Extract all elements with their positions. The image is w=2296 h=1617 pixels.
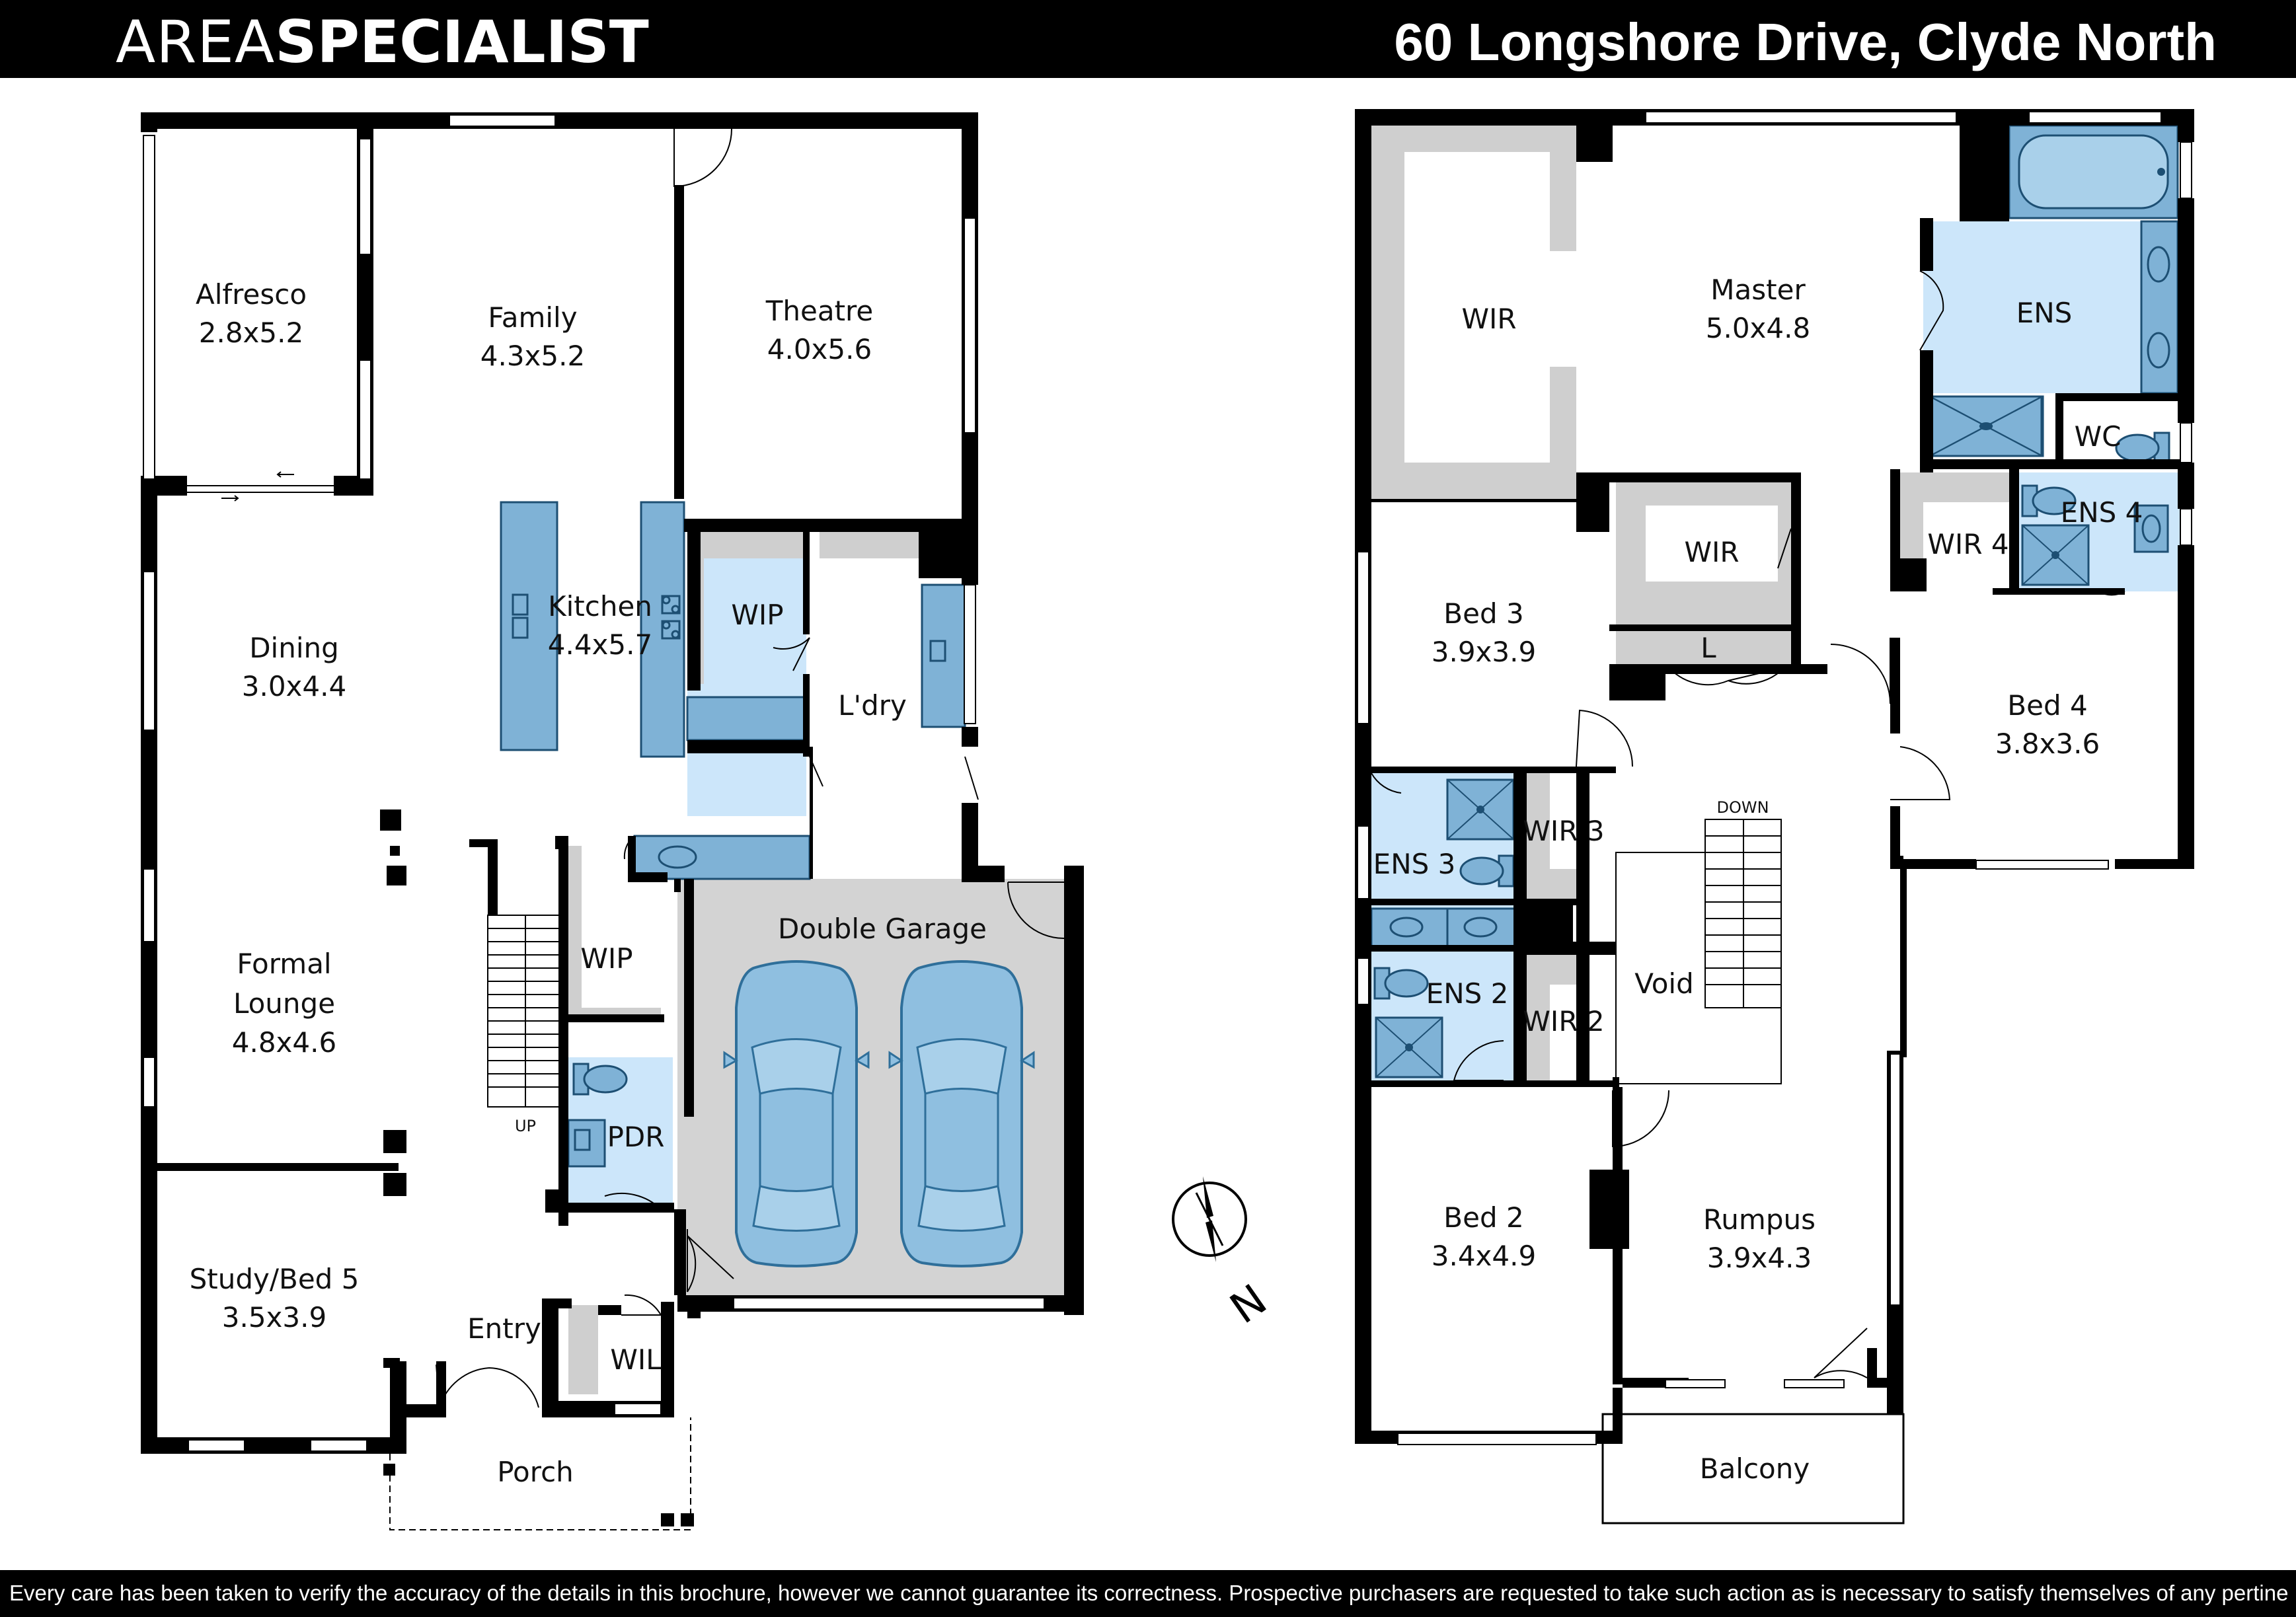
room-wip2-name: WIP: [580, 942, 632, 975]
room-formal-lounge-name2: Lounge: [233, 987, 335, 1020]
property-address: 60 Longshore Drive, Clyde North: [1394, 13, 2217, 71]
first-floor: [1355, 109, 2194, 1524]
room-linen-name: L: [1701, 632, 1716, 664]
room-master-name: Master: [1710, 274, 1806, 306]
room-bed2-name: Bed 2: [1443, 1201, 1523, 1234]
room-kitchen-size: 4.4x5.7: [548, 628, 652, 661]
room-ens-name: ENS: [2016, 297, 2073, 329]
footer-bar: [0, 1570, 2296, 1617]
room-alfresco-name: Alfresco: [196, 278, 307, 311]
room-void-name: Void: [1634, 967, 1694, 1000]
room-wir3-name: WIR 3: [1523, 815, 1604, 847]
room-ens2-name: ENS 2: [1426, 977, 1509, 1010]
room-formal-lounge-size: 4.8x4.6: [232, 1026, 336, 1059]
room-bed2-size: 3.4x4.9: [1432, 1240, 1536, 1272]
room-study-size: 3.5x3.9: [222, 1301, 326, 1334]
room-wip-name: WIP: [731, 599, 783, 631]
room-rumpus-size: 3.9x4.3: [1707, 1242, 1812, 1274]
room-ens3-name: ENS 3: [1373, 848, 1456, 880]
stair-up-label: UP: [515, 1117, 536, 1135]
room-entry-name: Entry: [467, 1312, 541, 1345]
room-rumpus-name: Rumpus: [1703, 1203, 1816, 1236]
room-bed3-name: Bed 3: [1443, 597, 1523, 630]
room-alfresco-size: 2.8x5.2: [199, 317, 303, 349]
room-formal-lounge-name: Formal: [237, 948, 331, 980]
room-laundry-name: L'dry: [838, 689, 907, 722]
room-family-name: Family: [488, 301, 577, 334]
room-wir-hall-name: WIR: [1684, 536, 1739, 568]
stair-down-label: DOWN: [1716, 798, 1769, 817]
room-bed3-size: 3.9x3.9: [1432, 636, 1536, 668]
room-theatre-size: 4.0x5.6: [767, 333, 872, 365]
room-dining-name: Dining: [249, 632, 339, 664]
room-pdr-name: PDR: [607, 1121, 665, 1153]
room-balcony-name: Balcony: [1700, 1452, 1810, 1485]
room-wir4-name: WIR 4: [1927, 528, 2009, 560]
ground-floor-labels: Alfresco 2.8x5.2 Family 4.3x5.2 Theatre …: [190, 278, 987, 1488]
first-floor-labels: WIR Master 5.0x4.8 ENS WC WIR WIR 4 ENS …: [1373, 274, 2143, 1485]
room-kitchen-name: Kitchen: [548, 590, 652, 622]
room-bed4-name: Bed 4: [2007, 689, 2087, 722]
room-bed4-size: 3.8x3.6: [1995, 728, 2100, 760]
room-double-garage-name: Double Garage: [778, 913, 987, 945]
room-master-size: 5.0x4.8: [1706, 312, 1810, 344]
header-bar: [0, 0, 2296, 78]
room-wir2-name: WIR 2: [1523, 1005, 1604, 1037]
room-wil-name: WIL: [610, 1343, 662, 1376]
compass-icon: N: [1172, 1176, 1276, 1334]
brand-logo-part1: AREA: [116, 8, 276, 76]
room-ens4-name: ENS 4: [2061, 496, 2143, 529]
room-porch-name: Porch: [497, 1456, 574, 1488]
room-dining-size: 3.0x4.4: [242, 670, 346, 702]
room-wc-name: WC: [2075, 420, 2122, 453]
ground-floor: [141, 112, 1084, 1530]
room-study-name: Study/Bed 5: [190, 1263, 360, 1295]
brand-logo-part2: SPECIALIST: [275, 8, 649, 76]
room-family-size: 4.3x5.2: [480, 340, 585, 372]
room-wir-master-name: WIR: [1461, 303, 1516, 335]
compass-north-label: N: [1222, 1275, 1276, 1334]
room-theatre-name: Theatre: [765, 295, 874, 327]
brand-logo: AREASPECIALIST: [116, 9, 649, 75]
footer-disclaimer: Every care has been taken to verify the …: [9, 1581, 2289, 1605]
